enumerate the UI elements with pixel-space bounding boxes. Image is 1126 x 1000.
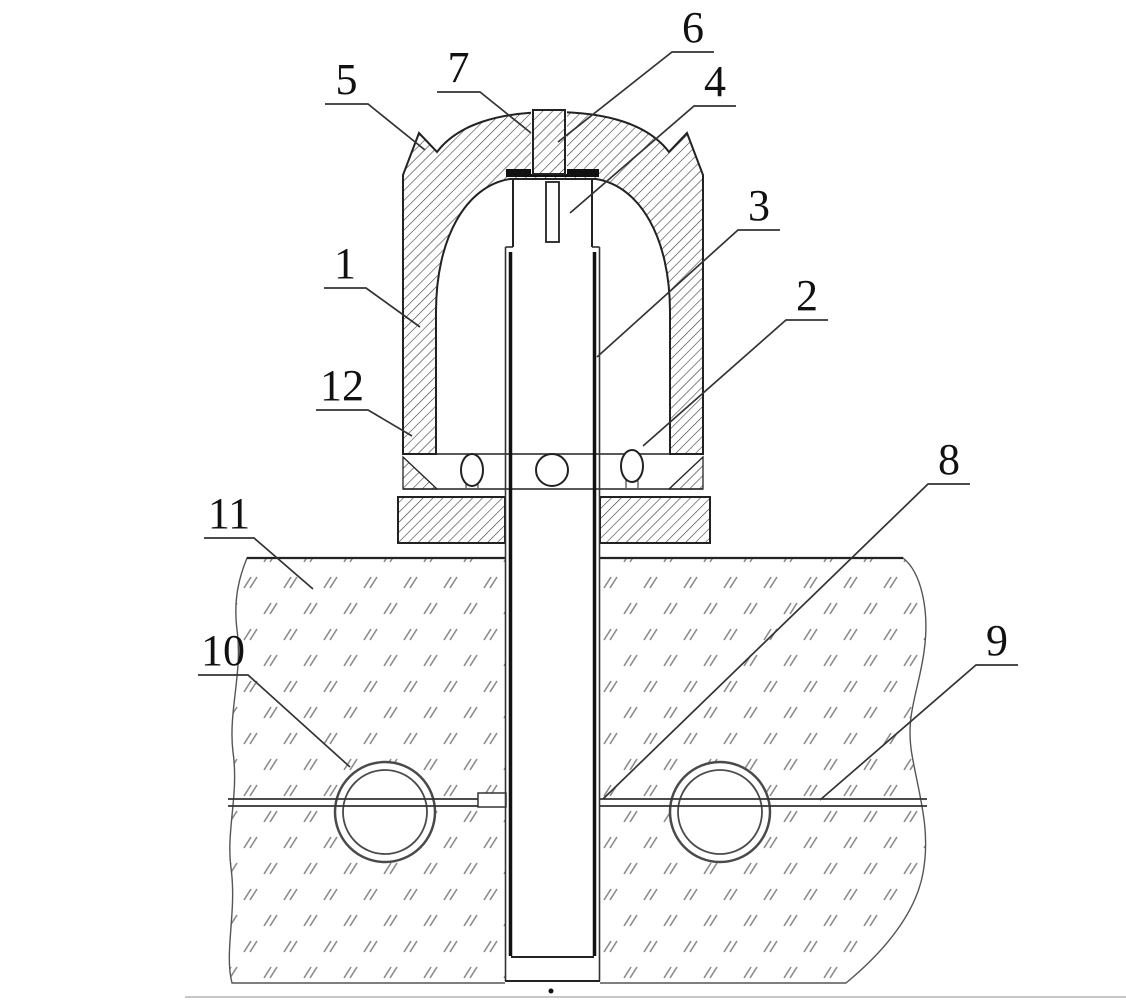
pipe-channel-mask	[505, 546, 600, 984]
ref-label-2: 2	[796, 271, 818, 320]
ref-label-5: 5	[336, 55, 358, 104]
top-plug	[531, 108, 567, 175]
ref-label-4: 4	[704, 57, 726, 106]
left-pipe-hole	[333, 760, 437, 864]
inner-rod	[545, 181, 560, 243]
ref-leader-5	[325, 103, 426, 151]
ref-label-8: 8	[938, 435, 960, 484]
ref-leader-9	[819, 664, 1018, 801]
bolt-hole-left	[460, 453, 484, 487]
ref-label-3: 3	[748, 181, 770, 230]
ref-leader-4	[569, 105, 736, 214]
ground-seam-line	[228, 798, 927, 807]
ref-leader-8	[602, 483, 970, 800]
center-pipe	[504, 178, 601, 982]
ref-label-11: 11	[208, 489, 250, 538]
seam-connector-tab	[477, 792, 507, 808]
ref-leader-3	[596, 229, 780, 358]
base-flange-left	[397, 496, 506, 544]
ref-label-12: 12	[320, 361, 364, 410]
ref-leader-2	[642, 319, 828, 447]
ref-leader-7	[437, 91, 532, 134]
ref-leader-12	[316, 409, 413, 437]
bolt-hole-right	[620, 449, 644, 483]
ref-label-9: 9	[986, 616, 1008, 665]
right-pipe-hole	[668, 760, 772, 864]
ref-label-1: 1	[334, 239, 356, 288]
base-flange-right	[599, 496, 711, 544]
ref-label-10: 10	[201, 626, 245, 675]
bottom-center-mark	[548, 988, 554, 994]
ref-leader-6	[557, 51, 714, 143]
ref-label-7: 7	[448, 43, 470, 92]
ref-leader-1	[324, 287, 421, 328]
ref-leader-11	[204, 537, 314, 590]
ref-label-6: 6	[682, 3, 704, 52]
ref-leader-10	[198, 674, 351, 768]
bolt-hole-center	[535, 453, 569, 487]
